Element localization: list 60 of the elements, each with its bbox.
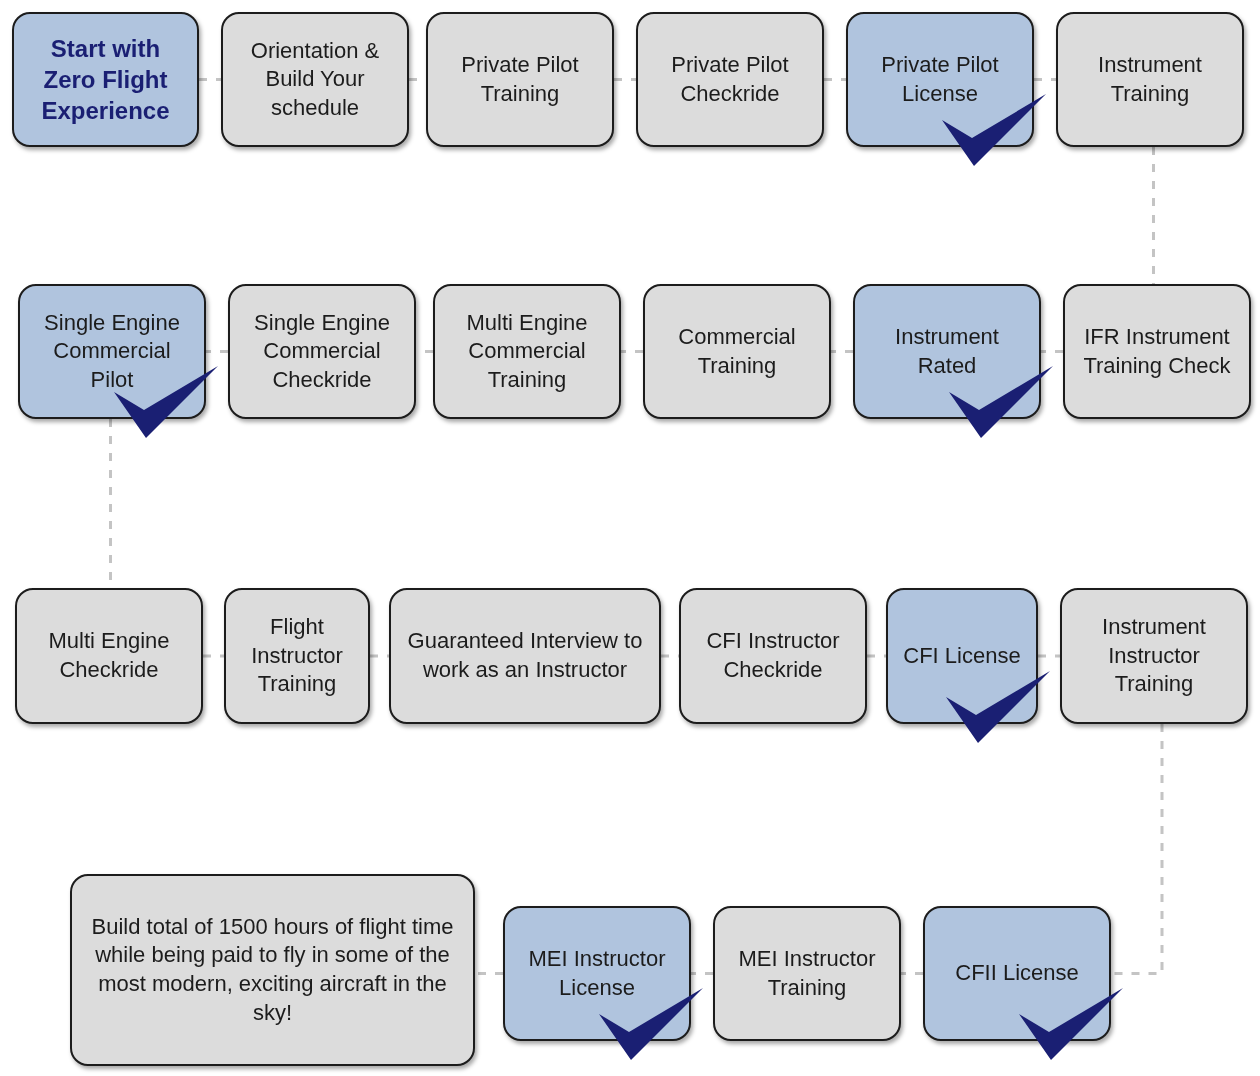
step-box bbox=[426, 12, 614, 147]
step-text: Single Engine Commercial Pilot bbox=[43, 308, 181, 394]
step-box bbox=[1063, 284, 1251, 419]
connector-line bbox=[370, 654, 389, 658]
connector-line bbox=[1041, 350, 1063, 353]
step-text: Instrument Training bbox=[1097, 50, 1203, 108]
connector-line bbox=[206, 350, 228, 353]
step-text: MEI Instructor Training bbox=[737, 944, 877, 1002]
step-box bbox=[228, 284, 416, 419]
start-box bbox=[12, 12, 199, 147]
connector-line bbox=[614, 78, 636, 81]
step-text: MEI Instructor License bbox=[527, 944, 667, 1002]
step-text: Instrument Rated bbox=[894, 322, 1000, 380]
milestone-box bbox=[846, 12, 1034, 147]
step-text: Orientation & Build Your schedule bbox=[249, 36, 381, 122]
step-text: IFR Instrument Training Check bbox=[1082, 322, 1232, 380]
connector-line bbox=[1038, 654, 1060, 658]
step-text: Multi Engine Commercial Training bbox=[465, 308, 589, 394]
step-text: Private Pilot Training bbox=[460, 50, 580, 108]
step-box bbox=[221, 12, 409, 147]
step-box bbox=[70, 874, 475, 1066]
connector-line bbox=[475, 972, 503, 975]
step-text: Start with Zero Flight Experience bbox=[40, 33, 171, 127]
step-text: Single Engine Commercial Checkride bbox=[253, 308, 391, 394]
milestone-box bbox=[923, 906, 1111, 1041]
step-box bbox=[1056, 12, 1244, 147]
step-box bbox=[15, 588, 203, 724]
connector-line bbox=[199, 78, 221, 81]
step-box bbox=[389, 588, 661, 724]
step-text: CFII License bbox=[955, 959, 1079, 988]
step-text: CFI License bbox=[903, 641, 1021, 670]
step-text: Multi Engine Checkride bbox=[47, 627, 171, 684]
connector-line bbox=[1034, 78, 1056, 81]
step-box bbox=[643, 284, 831, 419]
milestone-box bbox=[886, 588, 1038, 724]
step-box bbox=[433, 284, 621, 419]
connector-line bbox=[203, 654, 224, 658]
connector-line bbox=[831, 350, 853, 353]
connector-line bbox=[691, 972, 713, 975]
step-text: Instrument Instructor Training bbox=[1101, 613, 1207, 699]
milestone-box bbox=[503, 906, 691, 1041]
connector-line bbox=[824, 78, 846, 81]
connector-line bbox=[621, 350, 643, 353]
step-text: Build total of 1500 hours of flight time while being paid to fly in some of the most modern, exciting aircraft in the sky! bbox=[90, 912, 455, 1027]
connector-line bbox=[901, 972, 923, 975]
milestone-box bbox=[18, 284, 206, 419]
step-text: Private Pilot License bbox=[880, 50, 1000, 108]
milestone-box bbox=[853, 284, 1041, 419]
step-text: Flight Instructor Training bbox=[250, 613, 344, 699]
step-box bbox=[636, 12, 824, 147]
step-text: CFI Instructor Checkride bbox=[705, 627, 841, 684]
step-box bbox=[1060, 588, 1248, 724]
connector-line bbox=[1152, 147, 1155, 284]
connector-line bbox=[867, 654, 886, 658]
step-text: Commercial Training bbox=[677, 322, 797, 380]
step-box bbox=[679, 588, 867, 724]
step-text: Private Pilot Checkride bbox=[670, 50, 790, 108]
step-text: Guaranteed Interview to work as an Instructor bbox=[406, 627, 644, 684]
step-box bbox=[224, 588, 370, 724]
step-box bbox=[713, 906, 901, 1041]
